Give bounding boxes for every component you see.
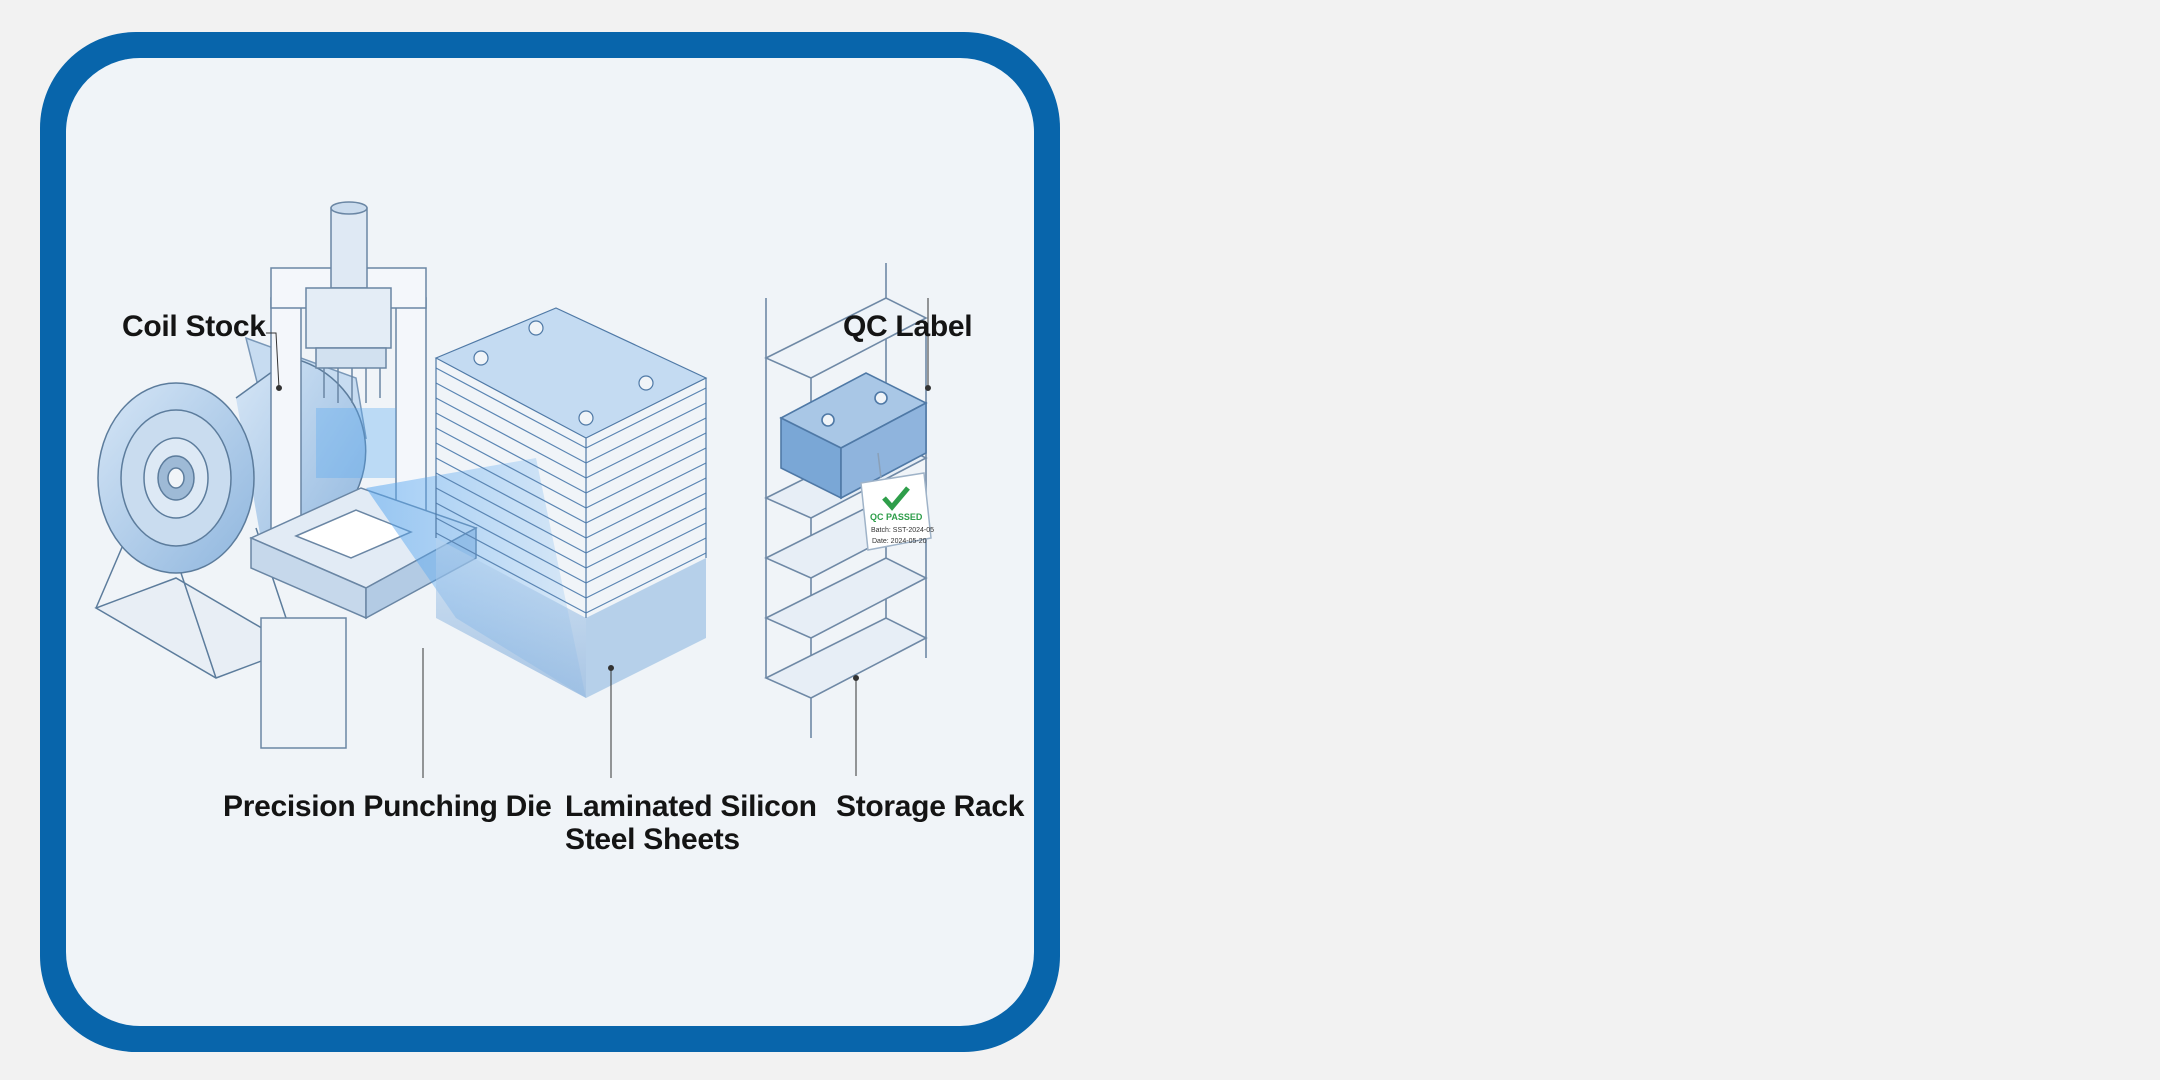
label-precision-punching-die: Precision Punching Die: [223, 790, 552, 823]
label-laminated-line-1: Laminated Silicon: [565, 790, 817, 823]
qc-tag-status: QC PASSED: [870, 512, 923, 522]
qc-tag: QC PASSED Batch: SST-2024-05 Date: 2024-…: [860, 452, 934, 551]
laminated-sheets-illustration: [434, 307, 708, 698]
label-qc-label: QC Label: [843, 310, 973, 343]
label-laminated-line-2: Steel Sheets: [565, 823, 740, 856]
label-coil-stock: Coil Stock: [122, 310, 266, 343]
leader-lines: [266, 298, 931, 778]
qc-tag-batch: Batch: SST-2024-05: [871, 527, 934, 534]
manufacturing-process-illustration: QC PASSED Batch: SST-2024-05 Date: 2024-…: [94, 201, 934, 778]
diagram-frame: QC PASSED Batch: SST-2024-05 Date: 2024-…: [40, 32, 1060, 1052]
label-laminated-silicon-steel-sheets: Laminated Silicon Steel Sheets: [565, 790, 817, 856]
checkmark-icon: [882, 486, 910, 511]
storage-rack-illustration: [764, 263, 928, 738]
qc-tag-date: Date: 2024-05-20: [872, 538, 927, 545]
label-storage-rack: Storage Rack: [836, 790, 1025, 823]
diagram-panel: QC PASSED Batch: SST-2024-05 Date: 2024-…: [66, 58, 1034, 1026]
